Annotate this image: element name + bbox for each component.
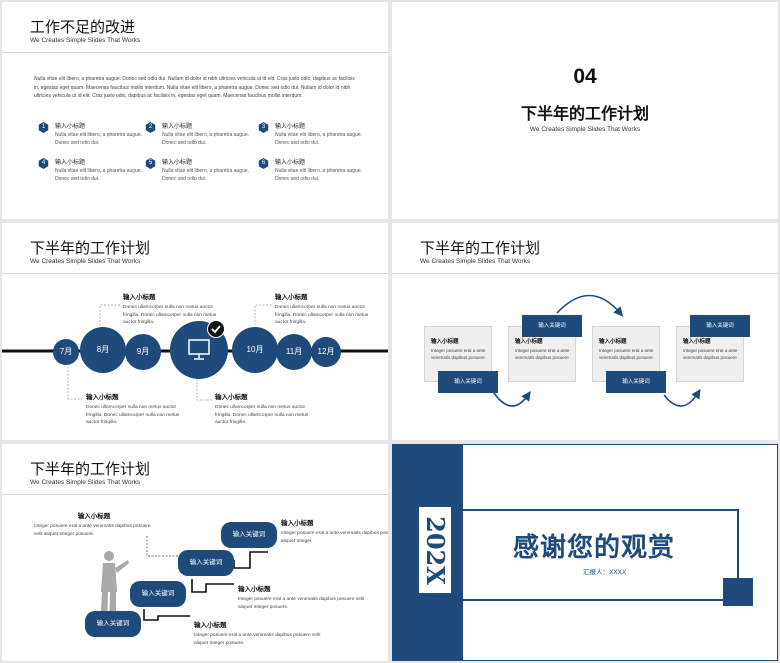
- timeline-block: 输入小标题 Donec ullamcorper nulla non metus …: [215, 391, 310, 427]
- card-desc: Integer posuere erat a ante venenatis da…: [599, 348, 654, 360]
- slide-title: 下半年的工作计划: [30, 240, 151, 257]
- year-box: [419, 507, 451, 593]
- timeline-block: 输入小标题 Donec ullamcorper nulla non metus …: [123, 291, 218, 327]
- card-title: 输入小标题: [431, 339, 459, 345]
- keyword-box: 输入关键词: [606, 371, 666, 393]
- feature-title: 输入小标题: [55, 160, 86, 166]
- thanks-title: 感谢您的观赏: [513, 532, 676, 562]
- feature-desc: Nulla vitae elit libero, a pharetra augu…: [275, 168, 362, 182]
- section-subtitle: We Creates Simple Slides That Works: [529, 126, 641, 133]
- keyword-box: 输入关键词: [522, 315, 582, 337]
- slide-3-thumbnail[interactable]: 下半年的工作计划 We Creates Simple Slides That W…: [2, 223, 388, 440]
- keyword-box: 输入关键词: [690, 315, 750, 337]
- header-divider: [2, 273, 388, 274]
- keyword-box: 输入关键词: [438, 371, 498, 393]
- keyword-pill: 输入关键词: [178, 550, 234, 576]
- info-card: 输入小标题 Integer posuere erat a ante venena…: [676, 326, 744, 382]
- block-title: 输入小标题: [281, 520, 314, 527]
- block-title: 输入小标题: [86, 394, 119, 401]
- block-desc: Integer posuere erat a ante venenatis da…: [281, 531, 388, 544]
- flow-arcs: [493, 294, 701, 407]
- check-icon: [207, 320, 225, 338]
- monitor-icon: [188, 339, 210, 360]
- keyword-pill: 输入关键词: [85, 611, 141, 637]
- feature-desc: Nulla vitae elit libero, a pharetra augu…: [275, 132, 362, 146]
- text-block: 输入小标题 Integer posuere erat a ante venena…: [238, 583, 368, 611]
- card-desc: Integer posuere erat a ante venenatis da…: [515, 348, 570, 360]
- block-desc: Donec ullamcorper nulla non metus auctor…: [275, 305, 369, 325]
- block-desc: Donec ullamcorper nulla non metus auctor…: [86, 405, 180, 425]
- slide-2-thumbnail[interactable]: 04 下半年的工作计划 We Creates Simple Slides Tha…: [392, 2, 778, 219]
- block-title: 输入小标题: [77, 513, 111, 520]
- text-block: 输入小标题 Integer posuere erat a ante venena…: [194, 619, 324, 647]
- hexagon-number-badge: 5: [145, 158, 156, 169]
- block-title: 输入小标题: [194, 622, 227, 629]
- feature-title: 输入小标题: [55, 124, 86, 130]
- slide-subtitle: We Creates Simple Slides That Works: [30, 258, 141, 265]
- feature-desc: Nulla vitae elit libero, a pharetra augu…: [55, 168, 142, 182]
- keyword-pill: 输入关键词: [130, 581, 186, 607]
- month-node-sep: 9月: [125, 334, 161, 370]
- hexagon-number-badge: 4: [38, 158, 49, 169]
- header-divider: [2, 494, 388, 495]
- slide-title: 下半年的工作计划: [30, 461, 151, 478]
- hexagon-number-badge: 3: [258, 122, 269, 133]
- keyword-pill: 输入关键词: [221, 522, 277, 548]
- block-desc: Integer posuere erat a ante venenatis da…: [238, 597, 365, 610]
- text-block: 输入小标题 Integer posuere erat a ante venena…: [34, 510, 154, 538]
- header-divider: [392, 273, 778, 274]
- slide-subtitle: We Creates Simple Slides That Works: [30, 479, 141, 486]
- feature-desc: Nulla vitae elit libero, a pharetra augu…: [55, 132, 142, 146]
- block-title: 输入小标题: [238, 586, 271, 593]
- feature-title: 输入小标题: [275, 124, 306, 130]
- header-divider: [2, 52, 388, 53]
- slide-title: 下半年的工作计划: [420, 240, 541, 257]
- block-desc: Integer posuere erat a ante venenatis da…: [194, 633, 321, 646]
- hexagon-number-badge: 2: [145, 122, 156, 133]
- text-block: 输入小标题 Integer posuere erat a ante venena…: [281, 517, 388, 545]
- month-node-jul: 7月: [53, 339, 79, 365]
- block-desc: Donec ullamcorper nulla non metus auctor…: [123, 305, 217, 325]
- month-node-aug: 8月: [80, 327, 126, 373]
- section-number: 04: [573, 65, 597, 88]
- hexagon-number-badge: 1: [38, 122, 49, 133]
- staircase-connectors: [143, 536, 268, 621]
- card-title: 输入小标题: [599, 339, 627, 345]
- feature-title: 输入小标题: [275, 160, 306, 166]
- slide-6-thumbnail[interactable]: 202X 感谢您的观赏 汇报人：XXXX: [392, 444, 778, 661]
- intro-paragraph: Nulla vitae elit libero, a pharetra augu…: [34, 76, 355, 99]
- block-desc: Donec ullamcorper nulla non metus auctor…: [215, 405, 309, 425]
- slide-title: 工作不足的改进: [30, 19, 136, 36]
- title-frame: [463, 509, 739, 601]
- feature-desc: Nulla vitae elit libero, a pharetra augu…: [162, 168, 249, 182]
- slide-1-thumbnail[interactable]: 工作不足的改进 We Creates Simple Slides That Wo…: [2, 2, 388, 219]
- corner-square: [723, 578, 753, 606]
- block-title: 输入小标题: [275, 294, 308, 301]
- card-title: 输入小标题: [683, 339, 711, 345]
- timeline-block: 输入小标题 Donec ullamcorper nulla non metus …: [275, 291, 370, 327]
- card-desc: Integer posuere erat a ante venenatis da…: [683, 348, 738, 360]
- slide-4-thumbnail[interactable]: 下半年的工作计划 We Creates Simple Slides That W…: [392, 223, 778, 440]
- timeline-block: 输入小标题 Donec ullamcorper nulla non metus …: [86, 391, 181, 427]
- block-title: 输入小标题: [215, 394, 248, 401]
- hexagon-number-badge: 6: [258, 158, 269, 169]
- section-title: 下半年的工作计划: [520, 106, 649, 123]
- year-label-vertical: 202X: [420, 515, 450, 585]
- block-desc: Integer posuere erat a ante venenatis da…: [34, 524, 151, 537]
- card-title: 输入小标题: [515, 339, 543, 345]
- feature-title: 输入小标题: [162, 124, 193, 130]
- slide-subtitle: We Creates Simple Slides That Works: [420, 258, 531, 265]
- month-node-oct: 10月: [232, 327, 278, 373]
- feature-title: 输入小标题: [162, 160, 193, 166]
- slide-5-thumbnail[interactable]: 下半年的工作计划 We Creates Simple Slides That W…: [2, 444, 388, 661]
- feature-desc: Nulla vitae elit libero, a pharetra augu…: [162, 132, 249, 146]
- block-title: 输入小标题: [123, 294, 156, 301]
- month-node-nov: 11月: [276, 334, 312, 370]
- card-desc: Integer posuere erat a ante venenatis da…: [431, 348, 486, 360]
- slide-subtitle: We Creates Simple Slides That Works: [30, 37, 141, 44]
- month-node-dec: 12月: [311, 337, 341, 367]
- reporter-label: 汇报人：XXXX: [583, 569, 627, 576]
